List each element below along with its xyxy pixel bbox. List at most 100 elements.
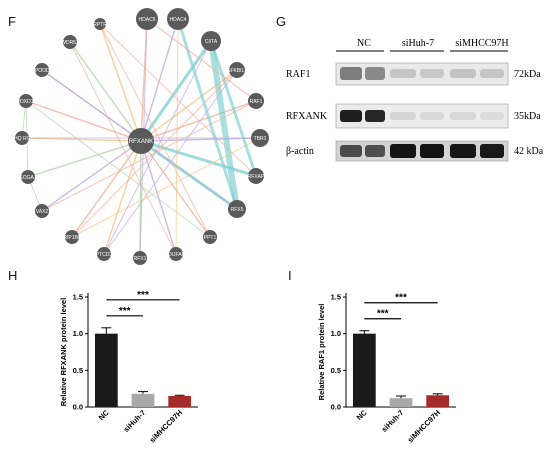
y-axis-label: Relative RAF1 protein level bbox=[317, 304, 326, 401]
blot-size-raf1: 72kDa bbox=[514, 69, 541, 80]
network-edge bbox=[41, 140, 142, 212]
bar bbox=[352, 333, 376, 407]
network-node-label: TBR1 bbox=[254, 136, 267, 142]
network-node bbox=[133, 251, 147, 265]
network-node bbox=[15, 131, 29, 145]
network-edge bbox=[103, 140, 142, 255]
x-tick-label: siHuh-7 bbox=[122, 408, 148, 434]
bar bbox=[168, 396, 192, 407]
y-tick-label: 0.5 bbox=[331, 366, 341, 375]
network-node bbox=[203, 230, 217, 244]
network-node bbox=[167, 8, 189, 30]
network-node-label: VAX2 bbox=[36, 209, 49, 215]
blot-strip-actin bbox=[335, 140, 509, 162]
network-node-label: BRIP1BP1 bbox=[60, 235, 84, 241]
network-node-label: CIITA bbox=[205, 39, 218, 45]
network-node-label: NDUFAF3 bbox=[165, 252, 188, 258]
blot-group-simhcc97h: siMHCC97H bbox=[455, 38, 508, 49]
network-edge bbox=[140, 100, 257, 142]
panel-label-g: G bbox=[276, 14, 287, 29]
y-tick-label: 1.5 bbox=[73, 293, 83, 302]
bar bbox=[426, 395, 450, 407]
y-tick-label: 0.0 bbox=[73, 403, 83, 412]
network-node-label: SHQ RG1 bbox=[11, 136, 34, 142]
y-tick-label: 1.0 bbox=[73, 329, 83, 338]
network-node-label: SOGA1 bbox=[19, 175, 36, 181]
y-tick-label: 1.5 bbox=[331, 293, 341, 302]
network-edge bbox=[71, 137, 261, 238]
blot-size-actin: 42 kDa bbox=[514, 146, 544, 157]
network-node bbox=[248, 93, 264, 109]
western-blot-panel: NC siHuh-7 siMHCC97H RAF1 RFXANK β-actin… bbox=[282, 20, 550, 170]
blot-protein-raf1: RAF1 bbox=[286, 69, 310, 80]
network-edge bbox=[27, 140, 142, 178]
network-node bbox=[136, 8, 158, 30]
bar bbox=[389, 398, 413, 407]
network-edge bbox=[41, 100, 257, 212]
bar-chart-rfxank: Relative RFXANK protein level0.00.51.01.… bbox=[59, 290, 198, 444]
network-node bbox=[35, 204, 49, 218]
y-axis-label: Relative RFXANK protein level bbox=[59, 298, 68, 406]
network-edge bbox=[71, 140, 142, 238]
network-edge bbox=[175, 18, 179, 255]
network-node-label: RAF1 bbox=[250, 99, 263, 105]
x-tick-label: NC bbox=[355, 408, 369, 422]
network-edge bbox=[140, 18, 179, 142]
network-edge bbox=[140, 140, 177, 255]
blot-strip-rfxank bbox=[335, 103, 509, 129]
network-node bbox=[201, 31, 221, 51]
network-node bbox=[248, 168, 264, 184]
panel-label-i: I bbox=[288, 268, 292, 283]
blot-strip-raf1 bbox=[335, 62, 509, 86]
blot-protein-actin: β-actin bbox=[286, 146, 314, 157]
network-node bbox=[229, 62, 245, 78]
y-tick-label: 1.0 bbox=[331, 329, 341, 338]
network-node-label: PPOOD4 bbox=[32, 68, 53, 74]
panel-label-h: H bbox=[8, 268, 18, 283]
network-edge bbox=[176, 18, 239, 210]
significance-marker: *** bbox=[395, 293, 407, 304]
network-node-label: PTCD3 bbox=[96, 252, 113, 258]
network-node bbox=[19, 94, 33, 108]
x-tick-label: siHuh-7 bbox=[380, 408, 406, 434]
network-node bbox=[65, 230, 79, 244]
network-node bbox=[97, 247, 111, 261]
significance-marker: *** bbox=[119, 306, 131, 317]
significance-marker: *** bbox=[137, 290, 149, 301]
network-edge bbox=[140, 139, 257, 178]
significance-marker: *** bbox=[377, 309, 389, 320]
network-node bbox=[94, 18, 106, 30]
x-tick-label: siMHCC97H bbox=[148, 408, 184, 444]
network-edge bbox=[140, 69, 238, 142]
network-edges bbox=[21, 18, 261, 259]
network-center-label: RFXANK bbox=[129, 139, 153, 145]
network-edge bbox=[103, 40, 212, 255]
y-tick-label: 0.0 bbox=[331, 403, 341, 412]
network-edge bbox=[99, 23, 257, 177]
network-edge bbox=[25, 100, 211, 238]
blot-group-sihuh7: siHuh-7 bbox=[402, 38, 434, 49]
network-edge bbox=[25, 100, 142, 142]
network-edge bbox=[209, 40, 258, 177]
network-node-label: HDAC5 bbox=[139, 17, 156, 23]
network-center-node bbox=[128, 128, 154, 154]
network-node-label: PPT1 bbox=[204, 235, 217, 241]
blot-group-nc: NC bbox=[357, 38, 371, 49]
network-edge bbox=[208, 40, 240, 210]
network-edge bbox=[69, 41, 142, 142]
network-node bbox=[228, 200, 246, 218]
network-node-label: NFKBIL1 bbox=[227, 68, 248, 74]
network-edge bbox=[99, 23, 142, 142]
network-edge bbox=[99, 23, 211, 238]
bar bbox=[131, 393, 155, 407]
network-node bbox=[169, 247, 183, 261]
panel-label-f: F bbox=[8, 14, 16, 29]
x-tick-label: NC bbox=[97, 408, 111, 422]
bar bbox=[94, 333, 118, 407]
network-node-label: RPTR bbox=[93, 22, 107, 28]
network-node bbox=[251, 129, 269, 147]
network-node bbox=[35, 63, 49, 77]
blot-size-rfxank: 35kDa bbox=[514, 111, 541, 122]
network-node-label: MOXD12 bbox=[16, 99, 37, 105]
